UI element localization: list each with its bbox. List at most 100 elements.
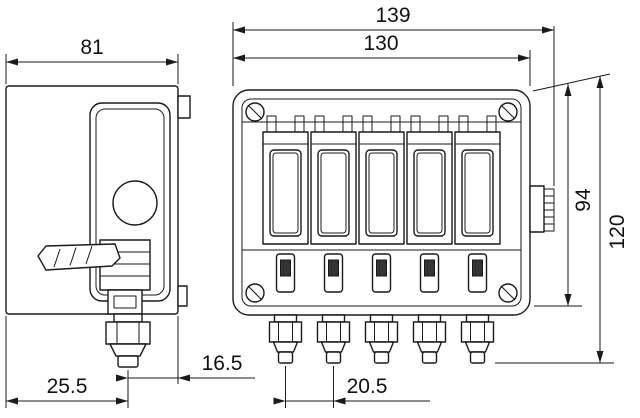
switch-handle — [472, 259, 483, 277]
gland-nut — [412, 321, 447, 343]
gland-taper — [464, 341, 491, 353]
gland-neck — [273, 314, 298, 323]
dimension-text-overall-height: 120 — [606, 214, 629, 249]
gland-nut — [268, 321, 303, 343]
dimension-arrow — [233, 54, 245, 62]
screw-slot — [500, 104, 516, 120]
dimension-arrow — [596, 351, 604, 363]
switch-handle — [280, 259, 291, 277]
front-view — [232, 89, 555, 364]
screw-slot — [247, 104, 263, 120]
hatch-line — [69, 247, 77, 266]
module-window-inner — [464, 152, 491, 234]
side-view — [5, 85, 191, 368]
gland-neck — [321, 314, 346, 323]
gland-nut — [460, 321, 495, 343]
dimension-arrow — [116, 397, 128, 405]
module-window-inner — [320, 152, 347, 234]
gland-taper — [368, 341, 395, 353]
dimension-text-gland-pitch: 20.5 — [347, 375, 388, 398]
fuse-module — [454, 115, 501, 245]
dimension-arrow — [518, 54, 530, 62]
module-window — [461, 149, 494, 237]
cable-glands-front — [268, 314, 495, 364]
enclosure-front-inner-line — [241, 98, 522, 307]
screw-slot — [247, 285, 263, 301]
gland-nut — [105, 321, 151, 345]
module-clip — [486, 115, 497, 133]
dimension-text-depth: 81 — [80, 36, 103, 59]
dim-overall-width: 139 — [232, 4, 555, 186]
module-clip — [410, 115, 421, 133]
module-clip — [294, 115, 305, 133]
dimension-arrow — [6, 58, 18, 66]
module-window-inner — [368, 152, 395, 234]
gland-neck — [465, 314, 490, 323]
knockout-circle — [112, 180, 158, 226]
dim-overall-height: 120 — [495, 76, 629, 364]
dimension-text-body-height: 94 — [572, 188, 595, 212]
mounting-tab-top — [177, 95, 191, 119]
hatch-line — [85, 245, 93, 265]
gland-tip — [373, 351, 390, 364]
module-window — [317, 149, 350, 237]
gland-taper — [320, 341, 347, 353]
module-clip — [362, 115, 373, 133]
connector-block — [529, 185, 555, 233]
dim-gland-offset-back: 25.5 — [5, 316, 129, 408]
dimension-text-gland-offset-front: 16.5 — [202, 352, 243, 375]
hatch-line — [53, 248, 61, 268]
cable-gland-side — [105, 313, 151, 368]
gland-taper — [109, 343, 147, 357]
dimension-arrow — [116, 374, 128, 382]
cable-gland — [460, 314, 495, 364]
gland-tip — [117, 355, 139, 368]
module-window-inner — [272, 152, 299, 234]
gland-nut — [316, 321, 351, 343]
switch-indicator — [371, 253, 392, 293]
fuse-module — [358, 115, 405, 245]
dim-gland-offset-front: 16.5 — [116, 316, 255, 384]
dim-depth: 81 — [5, 36, 179, 84]
bracket-stem-inner — [113, 295, 137, 309]
cable-gland — [268, 314, 303, 364]
cable-gland — [364, 314, 399, 364]
dimension-arrow — [333, 397, 346, 405]
switch-handle — [424, 259, 435, 277]
module-clip — [266, 115, 277, 133]
module-clip — [390, 115, 401, 133]
dimension-text-gland-offset-back: 25.5 — [47, 375, 88, 398]
fuse-module — [406, 115, 453, 245]
gland-tip — [469, 351, 486, 364]
switch-indicator — [419, 253, 440, 293]
enclosure-side-body — [5, 85, 179, 315]
cable-gland — [412, 314, 447, 364]
gland-neck — [369, 314, 394, 323]
dimension-arrow — [166, 58, 178, 66]
gland-tip — [421, 351, 438, 364]
corner-screws — [245, 102, 518, 303]
gland-taper — [416, 341, 443, 353]
switch-indicators — [275, 253, 488, 293]
gland-tip — [277, 351, 294, 364]
gland-nut — [364, 321, 399, 343]
dimension-arrow — [273, 397, 286, 405]
gland-tip — [325, 351, 342, 364]
switch-handle — [376, 259, 387, 277]
module-clip — [438, 115, 449, 133]
module-window — [413, 149, 446, 237]
dim-body-height: 94 — [532, 73, 611, 307]
mounting-lever — [37, 243, 121, 271]
switch-indicator — [323, 253, 344, 293]
gland-taper — [272, 341, 299, 353]
dim-body-width: 130 — [233, 32, 531, 86]
dimension-arrow — [6, 397, 18, 405]
dimension-text-overall-width: 139 — [375, 4, 410, 27]
dimension-arrow — [564, 294, 572, 306]
switch-indicator — [275, 253, 296, 293]
connector-base — [529, 185, 545, 233]
module-clip — [342, 115, 353, 133]
extension-line-oblique — [532, 73, 611, 92]
bracket-stem — [107, 289, 143, 315]
